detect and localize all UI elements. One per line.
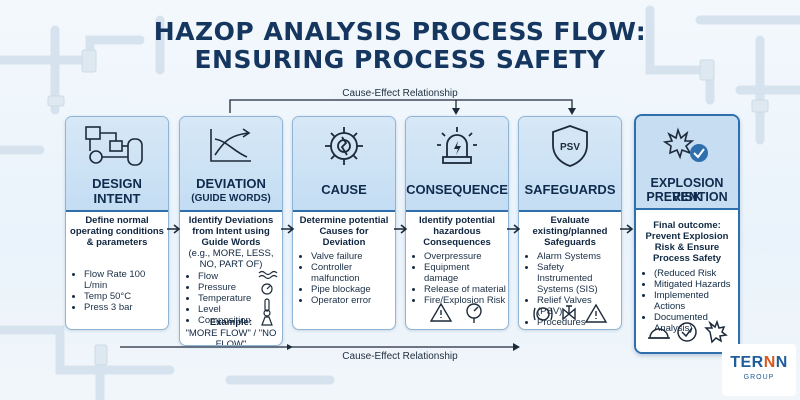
outcome-text: Prevent Explosion Risk & Ensure Process …: [645, 231, 729, 264]
step-card-design-intent: DESIGN INTENT Define normal operating co…: [65, 116, 169, 330]
process-schematic-icon: [66, 123, 168, 169]
list-item: Mitigated Hazards: [654, 279, 736, 290]
list-item: Equipment damage: [424, 262, 506, 284]
list-item: Alarm Systems: [537, 251, 619, 262]
final-card-body: Final outcome: Prevent Explosion Risk & …: [636, 210, 738, 352]
card-title: EXPLOSION RISK: [650, 176, 724, 204]
warning-gauge-icons: [430, 302, 482, 323]
list-item: Temperature: [198, 293, 280, 304]
explosion-check-icon: [636, 126, 738, 171]
list-item: Overpressure: [424, 251, 506, 262]
list-item: Temp 50°C: [84, 291, 166, 302]
flow-arrow: [281, 224, 295, 234]
card-title: CAUSE: [321, 182, 367, 197]
card-description: Determine potential Causes for Deviation: [299, 215, 389, 248]
page-title-line-1: HAZOP ANALYSIS PROCESS FLOW:: [153, 17, 647, 46]
step-card-consequence: CONSEQUENCE Identify potential hazardous…: [405, 116, 509, 330]
card-list: Flow Pressure Temperature Level Composit…: [188, 271, 280, 326]
top-relationship-label: Cause-Effect Relationship: [330, 88, 470, 99]
broken-gear-icon: [293, 123, 395, 169]
card-subtitle: (GUIDE WORDS): [191, 193, 271, 204]
list-item: Procedures: [537, 317, 619, 328]
list-item: Valve failure: [311, 251, 393, 262]
card-guide-words: (e.g., MORE, LESS, NO, PART OF): [188, 248, 274, 270]
list-item: (Reduced Risk: [654, 268, 736, 279]
list-item: Safety Instrumented Systems (SIS): [537, 262, 619, 295]
svg-text:PSV: PSV: [560, 142, 580, 153]
card-description: Identify Deviations from Intent using Gu…: [188, 215, 274, 248]
trend-chart-icon: [180, 123, 282, 169]
card-header: PSV SAFEGUARDS: [519, 117, 621, 212]
list-item: Controller malfunction: [311, 262, 393, 284]
helmet-check-shield-icons: [648, 320, 728, 344]
card-title: CONSEQUENCE: [406, 182, 508, 197]
card-header: DESIGN INTENT: [66, 117, 168, 212]
list-item: Level: [198, 304, 280, 315]
outcome-list: (Reduced Risk Mitigated Hazards Implemen…: [644, 268, 736, 334]
alarm-light-icon: [406, 123, 508, 169]
outcome-label: Final outcome:: [653, 220, 721, 231]
card-header: CAUSE: [293, 117, 395, 212]
list-item: Relief Valves (PSV): [537, 295, 619, 317]
flow-arrow: [394, 224, 408, 234]
card-list: Overpressure Equipment damage Release of…: [414, 251, 506, 306]
list-item: Release of material: [424, 284, 506, 295]
shield-psv-icon: PSV: [519, 123, 621, 169]
list-item: Implemented Actions: [654, 290, 736, 312]
logo-subtitle: GROUP: [743, 374, 775, 381]
card-description: Identify potential hazardous Consequence…: [419, 215, 495, 248]
card-header: EXPLOSION RISK PREVENTION: [636, 116, 738, 210]
list-item: Pipe blockage: [311, 284, 393, 295]
flow-arrow: [507, 224, 521, 234]
final-card-explosion-prevention: EXPLOSION RISK PREVENTION Final outcome:…: [634, 114, 740, 354]
card-list: Alarm Systems Safety Instrumented System…: [527, 251, 619, 328]
page-title-line-2: ENSURING PROCESS SAFETY: [194, 45, 606, 74]
card-list: Flow Rate 100 L/min Temp 50°C Press 3 ba…: [74, 269, 166, 313]
card-description: Define normal operating conditions & par…: [70, 215, 164, 248]
card-title-2: PREVENTION: [646, 190, 728, 204]
card-title: SAFEGUARDS: [524, 182, 616, 197]
card-title: DESIGN: [92, 176, 142, 191]
card-title: DEVIATION: [196, 176, 266, 191]
card-list: Valve failure Controller malfunction Pip…: [301, 251, 393, 306]
flow-arrow: [167, 224, 181, 234]
list-item: Operator error: [311, 295, 393, 306]
card-header: CONSEQUENCE: [406, 117, 508, 212]
list-item: Fire/Explosion Risk: [424, 295, 506, 306]
bottom-relationship-label: Cause-Effect Relationship: [342, 351, 458, 362]
card-header: DEVIATION (GUIDE WORDS): [180, 117, 282, 212]
list-item: Flow: [198, 271, 280, 282]
list-item: Press 3 bar: [84, 302, 166, 313]
flow-arrow: [620, 224, 634, 234]
step-card-safeguards: PSV SAFEGUARDS Evaluate existing/planned…: [518, 116, 622, 330]
step-card-cause: CAUSE Determine potential Causes for Dev…: [292, 116, 396, 330]
list-item: Composition: [198, 315, 280, 326]
example-text: "MORE FLOW" / "NO FLOW": [185, 328, 277, 346]
example-label: Example:: [209, 317, 253, 328]
list-item: Flow Rate 100 L/min: [84, 269, 166, 291]
alarm-valve-warning-icons: [533, 303, 608, 323]
card-title-2: INTENT: [93, 191, 141, 206]
list-item: Pressure: [198, 282, 280, 293]
list-item: Documented Analysis): [654, 312, 736, 334]
card-description: Evaluate existing/planned Safeguards: [532, 215, 608, 248]
parameter-icons: [258, 270, 278, 326]
company-logo: TERNN GROUP: [722, 344, 796, 396]
step-card-deviation: DEVIATION (GUIDE WORDS) Identify Deviati…: [179, 116, 283, 346]
